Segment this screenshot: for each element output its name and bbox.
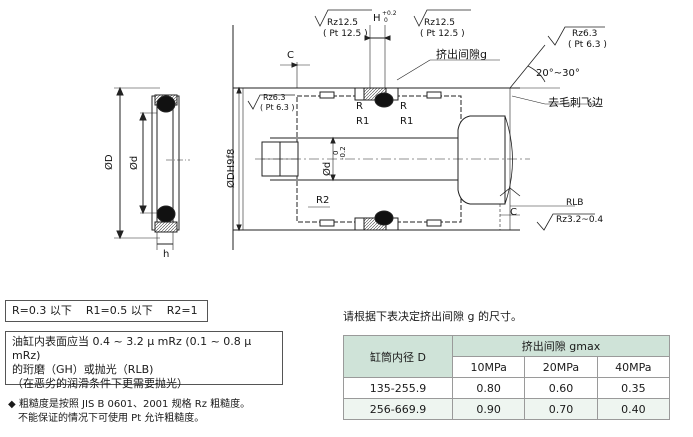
- oring-bottom-main: [374, 210, 394, 226]
- roughness-symbols: [247, 9, 605, 231]
- legend-r2: R2=1: [166, 304, 198, 317]
- bore-cell: 135-255.9: [343, 377, 453, 399]
- table-row: 135-255.9 0.80 0.60 0.35: [343, 377, 671, 399]
- gap-cell: 0.35: [596, 377, 671, 399]
- pt125-a-label: ( Pt 12.5 ): [323, 29, 368, 39]
- c-bottom-label: C: [510, 207, 517, 218]
- extrusion-gap-table: 缸筒内径 D 挤出间隙 gmax 10MPa 20MPa 40MPa 135-2…: [343, 335, 671, 420]
- angle-label: 20°~30°: [536, 68, 580, 79]
- pressure-header: 20MPa: [524, 356, 598, 378]
- surface-finish-note: 油缸内表面应当 0.4 ~ 3.2 μ mRz (0.1 ~ 0.8 μ mRz…: [5, 331, 283, 390]
- gap-cell: 0.60: [524, 377, 598, 399]
- gap-cell: 0.70: [524, 398, 598, 420]
- col-bore-header: 缸筒内径 D: [343, 335, 453, 378]
- rz125-a-label: Rz12.5: [327, 18, 358, 28]
- gap-cell: 0.40: [596, 398, 671, 420]
- h-tol-low-label: 0: [384, 17, 388, 24]
- gap-cell: 0.80: [451, 377, 526, 399]
- oring-top-main: [374, 92, 394, 108]
- oring-bottom-left: [156, 205, 176, 223]
- rz63-left-label: Rz6.3: [263, 93, 285, 102]
- r1-left-label: R1: [356, 116, 369, 127]
- oil-note-line-1: 油缸内表面应当 0.4 ~ 3.2 μ mRz (0.1 ~ 0.8 μ mRz…: [12, 335, 252, 362]
- r-left-label: R: [356, 101, 363, 112]
- pt63-left-label: ( Pt 6.3 ): [260, 103, 295, 112]
- od-label: ØD: [103, 154, 115, 170]
- extrusion-gap-label: 挤出间隙g: [436, 47, 487, 61]
- seal-section-view: [114, 86, 190, 250]
- table-title: 请根据下表决定挤出间隙 g 的尺寸。: [343, 310, 522, 323]
- oil-note-line-2: 的珩磨（GH）或抛光（RLB): [12, 363, 154, 376]
- oil-note-line-3: （在恶劣的润滑条件下更需要抛光）: [12, 377, 188, 390]
- rz-range-label: Rz3.2~0.4: [556, 215, 603, 225]
- deburr-label: 去毛刺飞边: [548, 96, 603, 109]
- seal-groove-drawing: ØD Ød h: [103, 9, 607, 260]
- pt63-top-label: ( Pt 6.3 ): [568, 40, 607, 50]
- gap-cell: 0.90: [451, 398, 526, 420]
- rz125-b-label: Rz12.5: [424, 18, 455, 28]
- r2-label: R2: [316, 195, 329, 206]
- h-dim-label: H: [373, 13, 381, 24]
- bore-cell: 256-669.9: [343, 398, 453, 420]
- radius-legend: R=0.3 以下 R1=0.5 以下 R2=1: [5, 300, 208, 322]
- pt125-b-label: ( Pt 12.5 ): [420, 29, 465, 39]
- rod-label: Ød: [321, 162, 333, 176]
- oring-top-left: [156, 95, 176, 113]
- id-label: Ød: [128, 156, 140, 170]
- pressure-header: 40MPa: [596, 356, 671, 378]
- cylinder-assembly: [232, 25, 600, 250]
- c-top-label: C: [287, 50, 294, 61]
- footnote-line-1: ◆ 粗糙度是按照 JIS B 0601、2001 规格 Rz 粗糙度。: [8, 399, 251, 410]
- roughness-footnote: ◆ 粗糙度是按照 JIS B 0601、2001 规格 Rz 粗糙度。 不能保证…: [8, 398, 250, 426]
- r-right-label: R: [400, 101, 407, 112]
- legend-r: R=0.3 以下: [12, 304, 72, 317]
- rz63-top-label: Rz6.3: [572, 29, 597, 39]
- rod-tol-up-label: 0: [332, 151, 340, 155]
- table-row: 256-669.9 0.90 0.70 0.40: [343, 398, 671, 420]
- footnote-line-2: 不能保证的情况下可使用 Pt 允许粗糙度。: [18, 413, 205, 424]
- h-tol-up-label: +0.2: [382, 10, 397, 17]
- h-label: h: [163, 249, 169, 260]
- col-gap-header: 挤出间隙 gmax: [452, 335, 670, 357]
- rod-tol-low-label: -0.2: [339, 146, 347, 160]
- pressure-header: 10MPa: [451, 356, 526, 378]
- rlb-label: RLB: [566, 198, 583, 208]
- r1-right-label: R1: [400, 116, 413, 127]
- legend-r1: R1=0.5 以下: [85, 304, 153, 317]
- bore-label: ØDH9f8: [225, 149, 237, 188]
